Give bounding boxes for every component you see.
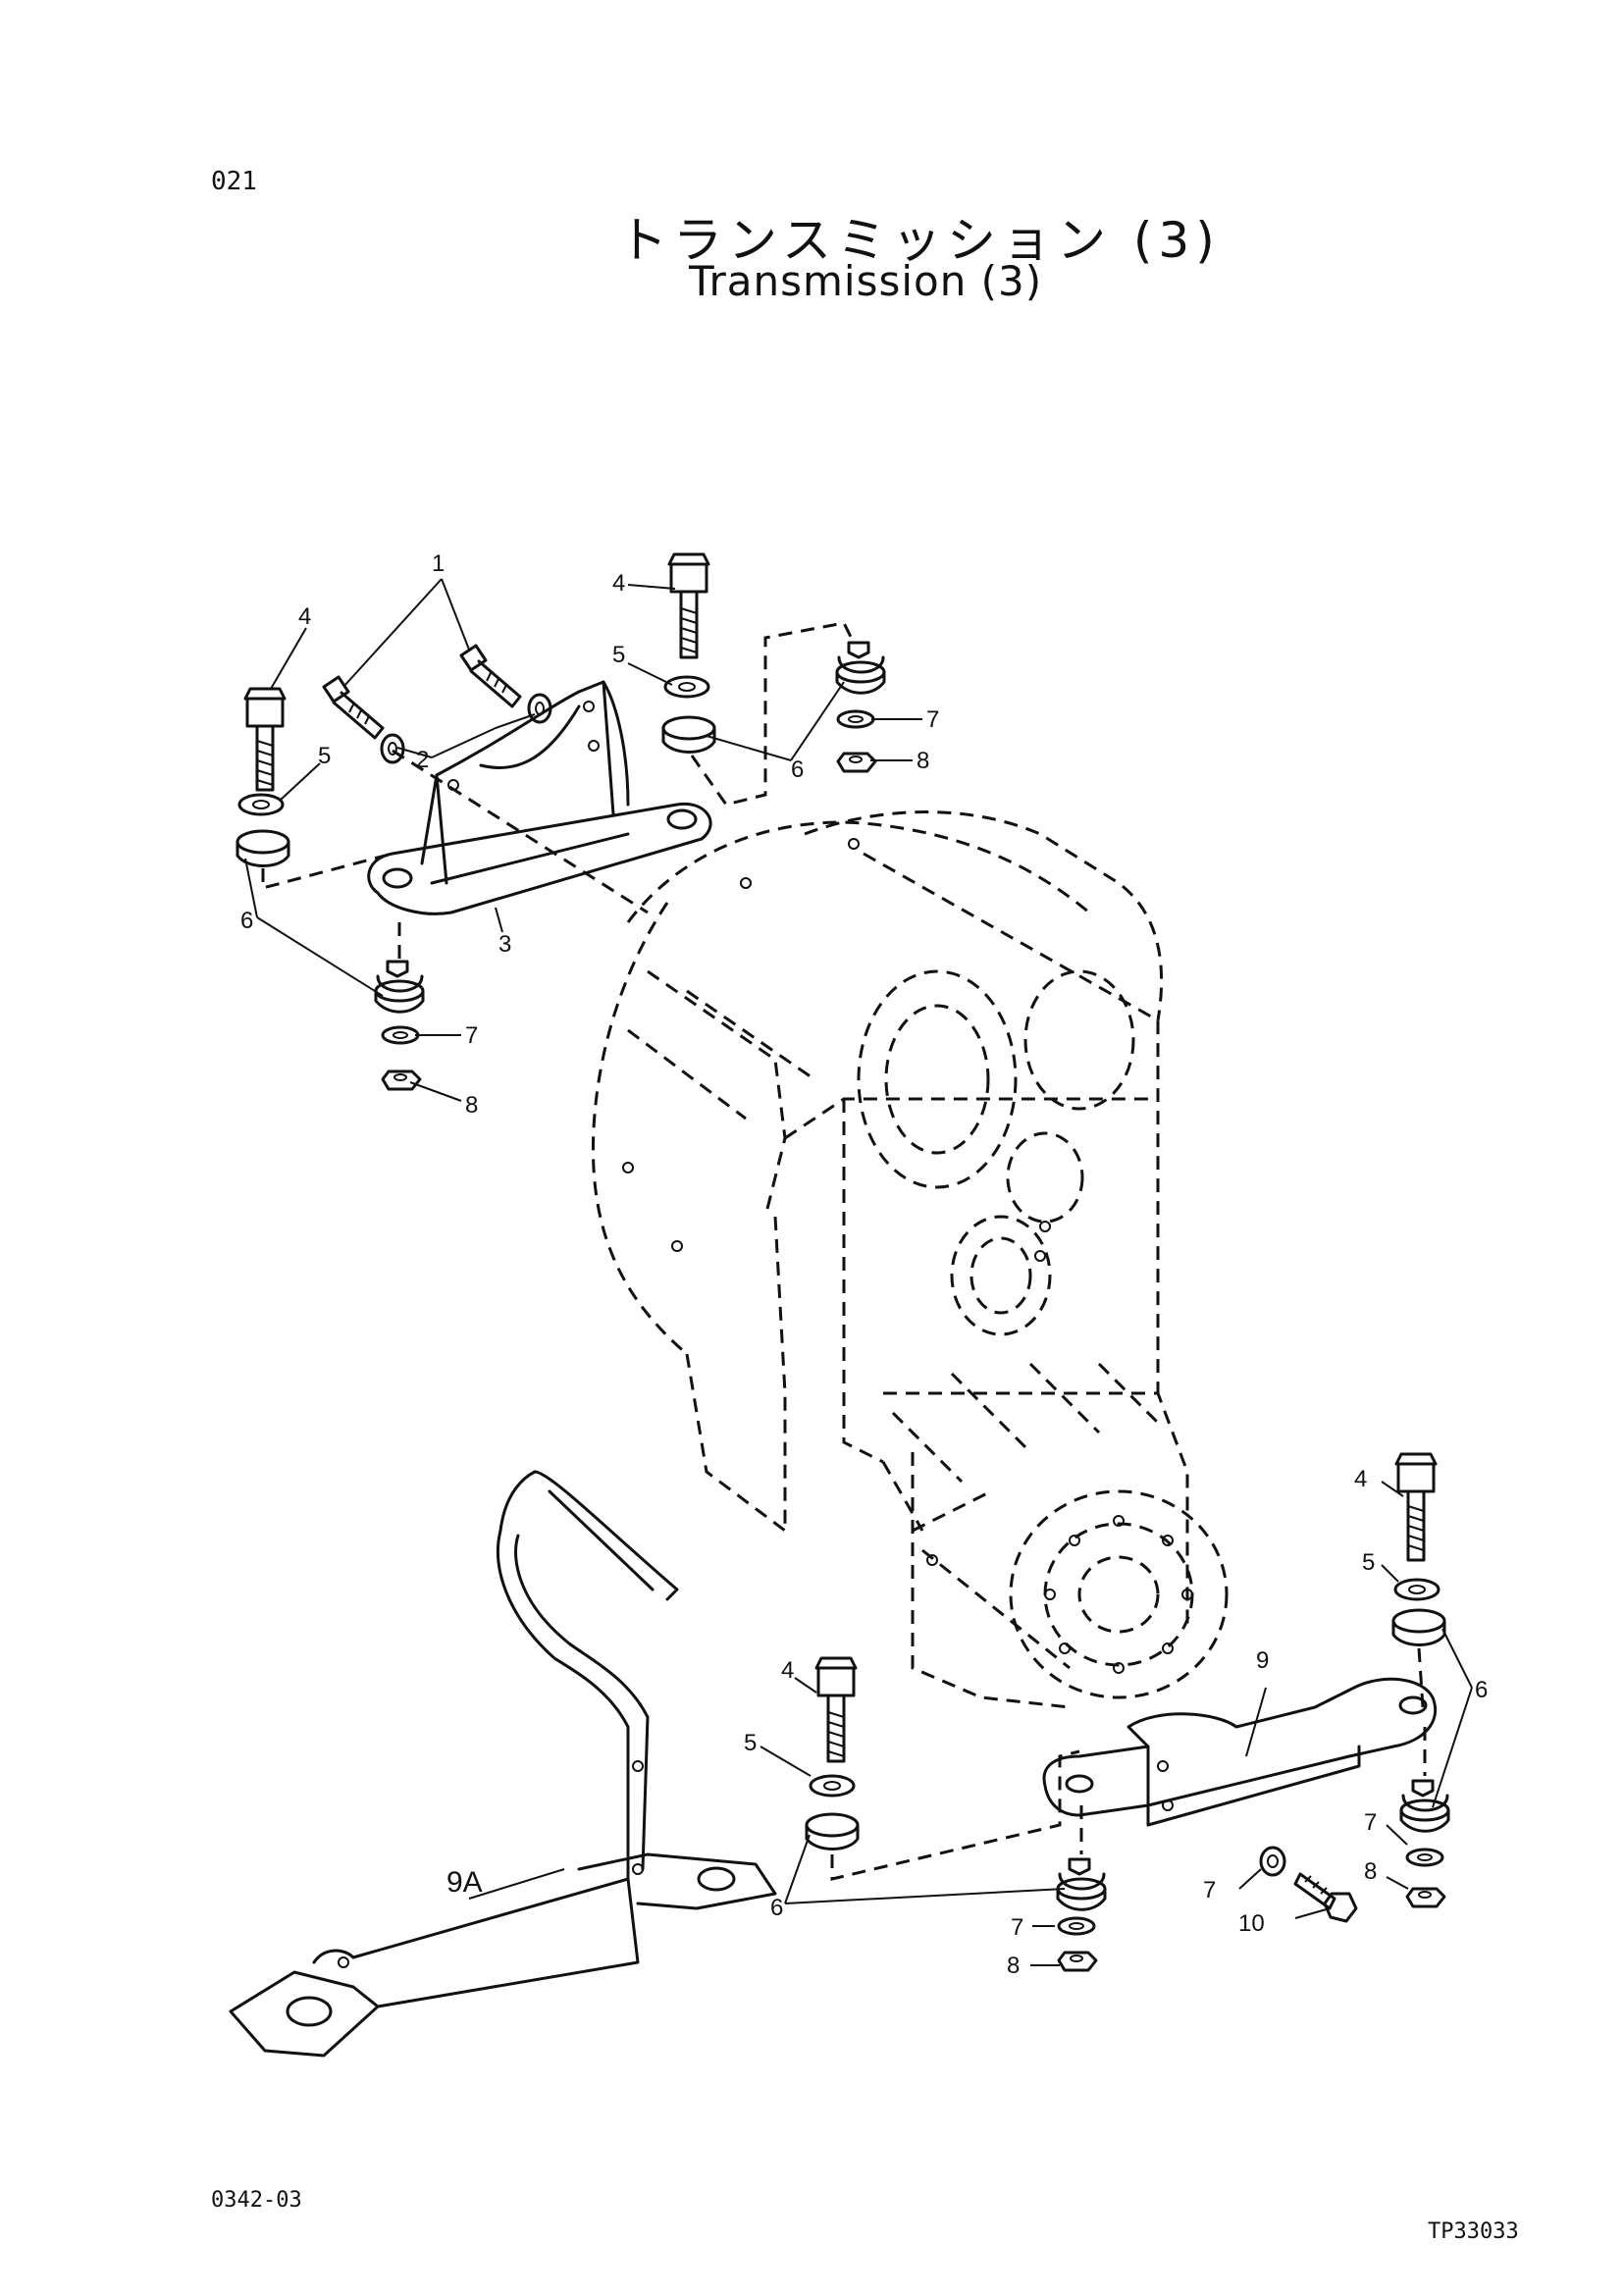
callout-8-upper-left: 8	[465, 1092, 478, 1119]
callout-4-lower-right: 4	[1354, 1466, 1367, 1492]
callout-8-upper-right: 8	[917, 748, 929, 774]
callout-7-upper-right: 7	[926, 706, 939, 733]
callout-7-upper-left: 7	[465, 1022, 478, 1049]
callout-2: 2	[416, 747, 429, 773]
callout-4-lower-middle: 4	[781, 1657, 794, 1684]
callout-5-upper-right: 5	[612, 642, 625, 668]
callout-6-upper-right: 6	[791, 756, 804, 783]
callout-8-lower-middle: 8	[1007, 1953, 1020, 1979]
callout-6-lower-middle: 6	[770, 1895, 783, 1921]
callout-8-lower-right: 8	[1364, 1858, 1377, 1885]
footer-left-code: 0342-03	[211, 2188, 302, 2213]
callout-1: 1	[432, 550, 445, 577]
lower-right-mount-bracket	[1042, 1677, 1438, 1827]
callout-9a: 9A	[446, 1866, 483, 1899]
callout-3: 3	[498, 931, 511, 958]
callout-6-upper-left: 6	[240, 908, 253, 934]
lower-left-mount-bracket	[229, 1470, 777, 2058]
upper-right-fasteners	[661, 552, 886, 773]
callout-labels: 1 2 3 4 4 4 4 5 5 5 5 6 6 6 6 7 7 7 7 7 …	[240, 550, 1488, 1979]
callout-4-upper-right: 4	[612, 570, 625, 597]
callout-6-lower-right: 6	[1475, 1677, 1488, 1703]
page-title-japanese: トランスミッション (3)	[618, 212, 1221, 269]
upper-left-fasteners	[236, 644, 552, 1091]
lower-right-fasteners	[1391, 1452, 1450, 1908]
callout-4-upper-left: 4	[298, 603, 311, 630]
callout-7-bolt-washer: 7	[1203, 1877, 1216, 1903]
callout-10: 10	[1238, 1910, 1265, 1937]
callout-9: 9	[1256, 1647, 1269, 1674]
leader-lines	[244, 578, 1473, 1966]
callout-5-lower-right: 5	[1362, 1549, 1375, 1576]
page-title-english: Transmission (3)	[689, 257, 1043, 305]
callout-7-lower-middle: 7	[1011, 1914, 1023, 1941]
page-code: 021	[211, 167, 257, 196]
callout-5-upper-left: 5	[318, 743, 331, 769]
callout-5-lower-middle: 5	[744, 1730, 757, 1756]
upper-mount-bracket	[367, 680, 712, 915]
transmission-housing-outline	[591, 810, 1229, 1709]
callout-7-lower-right: 7	[1364, 1809, 1377, 1836]
footer-right-code: TP33033	[1428, 2219, 1519, 2244]
assembly-lines	[261, 621, 1427, 1881]
